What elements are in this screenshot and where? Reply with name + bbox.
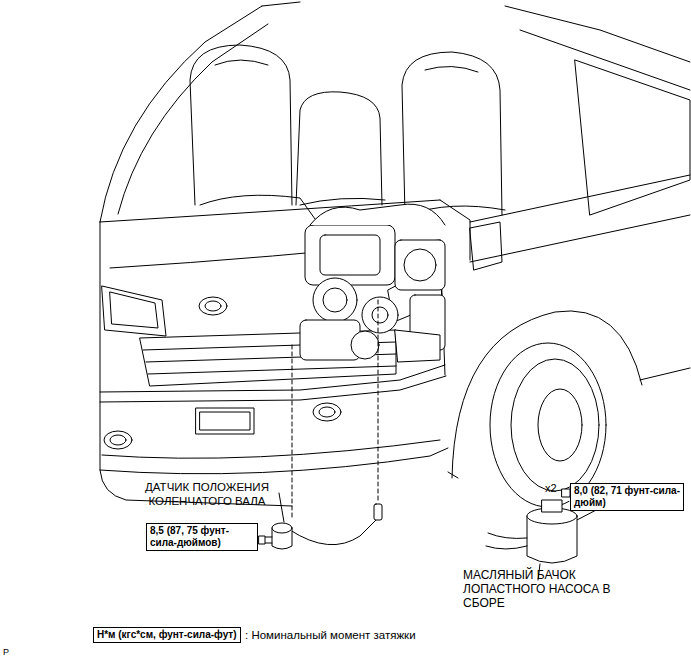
van-body: [262, 2, 300, 6]
engine: [351, 331, 379, 359]
engine: [323, 288, 347, 312]
seats: [296, 92, 382, 205]
engine: [320, 235, 380, 275]
leader-lines: [279, 493, 284, 522]
pump-reservoir: [562, 489, 570, 497]
quantity-label: x2: [545, 481, 557, 495]
van-body: [102, 440, 440, 458]
van-body: [470, 175, 690, 222]
van-body: [100, 376, 446, 402]
van-body: [199, 297, 227, 315]
van-body: [100, 448, 448, 474]
van-body: [470, 215, 690, 262]
van-body: [205, 301, 221, 311]
front-wheel: [452, 311, 642, 507]
engine: [395, 240, 445, 290]
van-body: [102, 286, 166, 336]
legend-unit-box: Н*м (кгс*см, фунт-сила-фут): [93, 627, 241, 643]
pump-reservoir: [486, 546, 527, 549]
van-body: [520, 30, 690, 90]
torque-spec-box: 8,0 (82, 71 фунт-сила-дюйм): [570, 483, 684, 511]
pump-reservoir: [488, 533, 527, 538]
engine: [362, 297, 398, 333]
torque-value: 8,0 (82, 71 фунт-сила-дюйм): [574, 485, 680, 509]
engine: [404, 249, 436, 281]
van-body: [100, 222, 292, 506]
van-body: [196, 408, 254, 434]
seats: [190, 45, 292, 205]
van-body: [470, 222, 502, 270]
van-body: [319, 407, 335, 417]
front-wheel: [511, 359, 599, 491]
engine: [395, 330, 440, 362]
seats: [402, 52, 502, 215]
pump-reservoir: [542, 500, 562, 512]
seats: [190, 45, 505, 240]
leader-lines: [279, 300, 378, 522]
engine: [305, 225, 395, 285]
part-name: МАСЛЯНЫЙ БАЧОК ЛОПАСТНОГО НАСОСА В СБОРЕ: [463, 568, 625, 610]
seats: [425, 66, 478, 72]
seats: [300, 198, 385, 205]
van-body: [118, 24, 268, 214]
van-body: [104, 431, 132, 449]
torque-value: Н*м (кгс*см, фунт-сила-фут): [97, 629, 237, 641]
legend-note: : Номинальный момент затяжки: [245, 628, 416, 642]
engine: [300, 204, 445, 362]
engine: [300, 320, 360, 360]
leader-lines: [292, 345, 293, 518]
engine: [313, 278, 357, 322]
van-body: [148, 366, 396, 374]
engine: [310, 204, 445, 225]
seats: [215, 60, 268, 65]
van-body: [100, 2, 690, 506]
torque-value: 8,5 (87, 75 фунт-сила-дюймов): [150, 525, 254, 549]
van-body: [313, 403, 341, 421]
front-wheel: [452, 311, 642, 478]
crankshaft-sensor: [374, 504, 382, 520]
front-wheel: [538, 389, 582, 461]
van-body: [100, 6, 262, 222]
crankshaft-sensor: [259, 536, 265, 544]
van-body: [575, 60, 690, 215]
crankshaft-sensor: [272, 523, 292, 533]
leader-lines: [378, 300, 379, 503]
part-name: ДАТЧИК ПОЛОЖЕНИЯ КОЛЕНЧАТОГО ВАЛА: [138, 480, 276, 508]
van-body: [640, 368, 690, 380]
van-body: [448, 472, 458, 478]
crankshaft-sensor: [259, 504, 382, 549]
figure-code: P: [3, 645, 9, 659]
van-body: [110, 292, 158, 328]
engine: [372, 307, 388, 323]
crankshaft-sensor: [290, 520, 376, 545]
van-body: [110, 435, 126, 445]
van-body: [100, 365, 445, 392]
van-body: [200, 412, 250, 430]
torque-spec-box: 8,5 (87, 75 фунт-сила-дюймов): [146, 523, 258, 551]
